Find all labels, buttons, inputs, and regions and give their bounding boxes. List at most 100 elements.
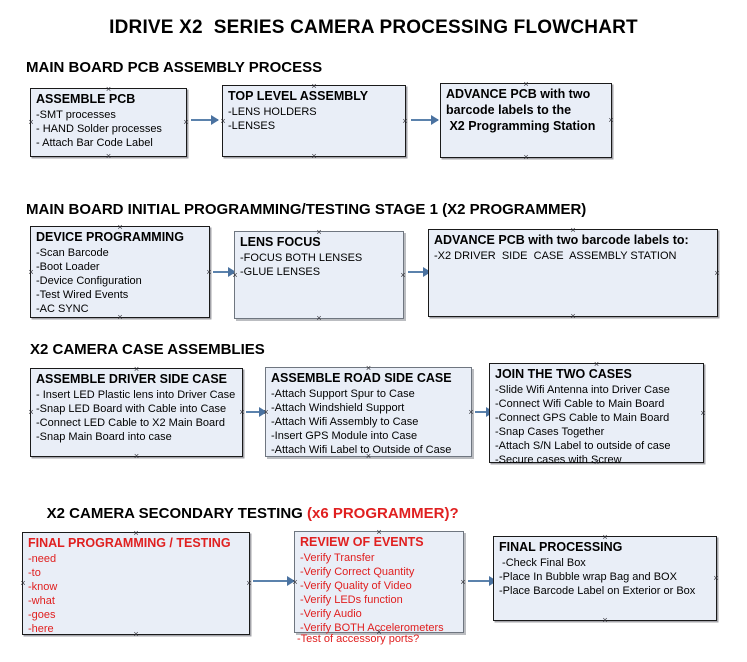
box-line: -Attach S/N Label to outside of case xyxy=(495,440,671,452)
box-title: ASSEMBLE PCB xyxy=(36,92,136,106)
box-title: TOP LEVEL ASSEMBLY xyxy=(228,89,369,103)
connector-arrow xyxy=(253,576,295,586)
resize-handle-left[interactable] xyxy=(28,409,35,416)
box-top-level-assembly[interactable]: TOP LEVEL ASSEMBLY -LENS HOLDERS -LENSES xyxy=(222,85,406,157)
resize-handle-right[interactable] xyxy=(700,410,707,417)
box-line: -Scan Barcode xyxy=(36,247,109,259)
box-final-programming-testing[interactable]: FINAL PROGRAMMING / TESTING -need -to -k… xyxy=(22,532,250,635)
box-line: -LENS HOLDERS xyxy=(228,106,317,118)
box-advance-pcb-station[interactable]: ADVANCE PCB with two barcode labels to t… xyxy=(440,83,612,158)
box-line: -goes xyxy=(28,609,56,621)
box-line: -Attach Windshield Support xyxy=(271,402,405,414)
box-line: -here xyxy=(28,623,54,635)
box-line: -Verify BOTH Accelerometers xyxy=(300,622,444,634)
section-heading-3: X2 CAMERA CASE ASSEMBLIES xyxy=(30,341,265,358)
box-line: -Place Barcode Label on Exterior or Box xyxy=(499,585,696,597)
resize-handle-right[interactable] xyxy=(714,270,721,277)
resize-handle-right[interactable] xyxy=(713,575,720,582)
resize-handle-left[interactable] xyxy=(28,269,35,276)
box-line: -Verify Audio xyxy=(300,608,362,620)
box-line: -Device Configuration xyxy=(36,275,142,287)
resize-handle-right[interactable] xyxy=(402,118,409,125)
box-join-the-two-cases[interactable]: JOIN THE TWO CASES -Slide Wifi Antenna i… xyxy=(489,363,707,466)
box-line: -Verify LEDs function xyxy=(300,594,403,606)
box-line: -Connect GPS Cable to Main Board xyxy=(495,412,670,424)
box-line: -Slide Wifi Antenna into Driver Case xyxy=(495,384,670,396)
box-review-of-events-overflow-line: -Test of accessory ports? xyxy=(297,633,420,645)
resize-handle-right[interactable] xyxy=(206,269,213,276)
box-line: -to xyxy=(28,567,41,579)
resize-handle-right[interactable] xyxy=(183,119,190,126)
resize-handle-bottom[interactable] xyxy=(105,153,112,160)
box-lens-focus[interactable]: LENS FOCUS -FOCUS BOTH LENSES -GLUE LENS… xyxy=(234,231,404,319)
page-title: IDRIVE X2 SERIES CAMERA PROCESSING FLOWC… xyxy=(109,17,638,38)
box-line: -Connect Wifi Cable to Main Board xyxy=(495,398,665,410)
box-assemble-pcb[interactable]: ASSEMBLE PCB -SMT processes - HAND Solde… xyxy=(30,88,187,157)
section-heading-4-accent: (x6 PROGRAMMER)? xyxy=(306,505,459,522)
resize-handle-right[interactable] xyxy=(246,580,253,587)
resize-handle-bottom[interactable] xyxy=(311,153,318,160)
box-title: LENS FOCUS xyxy=(240,235,321,249)
box-line: -FOCUS BOTH LENSES xyxy=(240,252,363,264)
box-line: - Insert LED Plastic lens into Driver Ca… xyxy=(36,389,236,401)
box-title: FINAL PROGRAMMING / TESTING xyxy=(28,536,231,550)
connector-arrow xyxy=(191,115,219,125)
resize-handle-right[interactable] xyxy=(460,579,467,586)
box-line: -Snap Cases Together xyxy=(495,426,605,438)
box-line: -Verify Quality of Video xyxy=(300,580,412,592)
box-line: -SMT processes xyxy=(36,109,116,121)
box-assemble-road-side-case[interactable]: ASSEMBLE ROAD SIDE CASE -Attach Support … xyxy=(265,367,472,457)
box-line: -Insert GPS Module into Case xyxy=(271,430,418,442)
box-assemble-driver-side-case[interactable]: ASSEMBLE DRIVER SIDE CASE - Insert LED P… xyxy=(30,368,243,457)
resize-handle-right[interactable] xyxy=(400,272,407,279)
box-title: ASSEMBLE ROAD SIDE CASE xyxy=(271,371,452,385)
box-device-programming[interactable]: DEVICE PROGRAMMING -Scan Barcode -Boot L… xyxy=(30,226,210,318)
resize-handle-bottom[interactable] xyxy=(570,313,577,320)
box-title: DEVICE PROGRAMMING xyxy=(36,230,184,244)
resize-handle-bottom[interactable] xyxy=(602,617,609,624)
box-line: -need xyxy=(28,553,57,565)
box-line: -X2 DRIVER SIDE CASE ASSEMBLY STATION xyxy=(434,250,677,262)
box-title: REVIEW OF EVENTS xyxy=(300,535,424,549)
connector-arrow xyxy=(246,407,267,417)
connector-arrow xyxy=(468,576,497,586)
resize-handle-right[interactable] xyxy=(608,117,615,124)
section-heading-1: MAIN BOARD PCB ASSEMBLY PROCESS xyxy=(26,59,323,76)
box-line: - Attach Bar Code Label xyxy=(36,137,153,149)
resize-handle-right[interactable] xyxy=(239,409,246,416)
box-advance-pcb-driver-side[interactable]: ADVANCE PCB with two barcode labels to: … xyxy=(428,229,718,317)
resize-handle-left[interactable] xyxy=(28,119,35,126)
box-line: barcode labels to the xyxy=(446,103,572,117)
resize-handle-right[interactable] xyxy=(468,409,475,416)
box-line: -Place In Bubble wrap Bag and BOX xyxy=(499,571,677,583)
box-line: -LENSES xyxy=(228,120,276,132)
box-line: -Snap LED Board with Cable into Case xyxy=(36,403,227,415)
box-line: -Check Final Box xyxy=(499,557,586,569)
box-title: ASSEMBLE DRIVER SIDE CASE xyxy=(36,372,228,386)
box-line: -know xyxy=(28,581,58,593)
box-review-of-events[interactable]: REVIEW OF EVENTS -Verify Transfer -Verif… xyxy=(294,531,467,634)
box-line: -Secure cases with Screw xyxy=(495,454,622,466)
resize-handle-bottom[interactable] xyxy=(133,453,140,460)
box-title: JOIN THE TWO CASES xyxy=(495,367,632,381)
box-line: -Attach Wifi Assembly to Case xyxy=(271,416,419,428)
box-line: -Connect LED Cable to X2 Main Board xyxy=(36,417,225,429)
box-line: -Boot Loader xyxy=(36,261,100,273)
resize-handle-left[interactable] xyxy=(220,118,227,125)
connector-arrow xyxy=(213,267,236,277)
resize-handle-bottom[interactable] xyxy=(316,315,323,322)
box-title: ADVANCE PCB with two barcode labels to: xyxy=(434,233,689,247)
resize-handle-left[interactable] xyxy=(20,580,27,587)
box-line: -Test Wired Events xyxy=(36,289,129,301)
box-line: -GLUE LENSES xyxy=(240,266,321,278)
section-heading-2: MAIN BOARD INITIAL PROGRAMMING/TESTING S… xyxy=(26,201,587,218)
box-line: -Verify Correct Quantity xyxy=(300,566,415,578)
box-line: -Attach Support Spur to Case xyxy=(271,388,415,400)
box-final-processing[interactable]: FINAL PROCESSING -Check Final Box -Place… xyxy=(493,536,717,621)
resize-handle-bottom[interactable] xyxy=(523,154,530,161)
box-title: ADVANCE PCB with two xyxy=(446,87,591,101)
section-heading-4: X2 CAMERA SECONDARY TESTING (x6 PROGRAMM… xyxy=(30,488,459,539)
box-line: -AC SYNC xyxy=(36,303,89,315)
box-line: -what xyxy=(28,595,55,607)
